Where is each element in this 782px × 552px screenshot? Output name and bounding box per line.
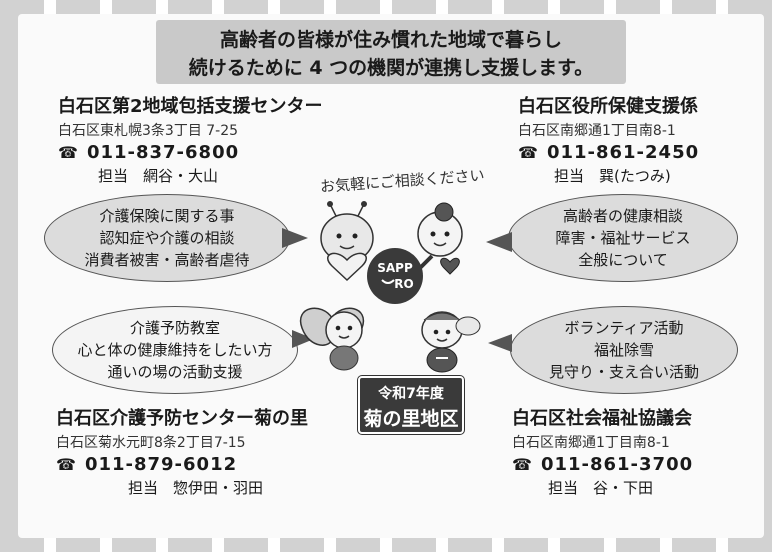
org-address: 白石区南郷通1丁目南8-1 bbox=[518, 123, 676, 139]
org-phone-row: ☎ 011-861-2450 bbox=[518, 142, 699, 163]
bubble-line: 心と体の健康維持をしたい方 bbox=[77, 341, 273, 359]
org-bottom-left: 白石区介護予防センター菊の里 白石区菊水元町8条2丁目7-15 ☎ 011-879… bbox=[56, 404, 308, 498]
org-name: 白石区社会福祉協議会 bbox=[512, 408, 692, 429]
org-phone-row: ☎ 011-861-3700 bbox=[512, 454, 693, 475]
bubble-line: 認知症や介護の相談 bbox=[99, 229, 235, 247]
org-phone-row: ☎ 011-837-6800 bbox=[58, 142, 323, 163]
org-address: 白石区東札幌3条3丁目 7-25 bbox=[58, 123, 239, 139]
phone-icon: ☎ bbox=[58, 143, 79, 162]
bubble-tail bbox=[282, 228, 308, 248]
bubble-bottom-right: ボランティア活動 福祉除雪 見守り・支え合い活動 bbox=[510, 306, 738, 394]
org-address: 白石区南郷通1丁目南8-1 bbox=[512, 435, 670, 451]
bubble-line: ボランティア活動 bbox=[564, 319, 684, 337]
org-staff: 担当 谷・下田 bbox=[548, 479, 654, 497]
bubble-line: 通いの場の活動支援 bbox=[107, 363, 243, 381]
bubble-line: 福祉除雪 bbox=[593, 341, 654, 359]
bubble-line: 障害・福祉サービス bbox=[555, 229, 691, 247]
bubble-line: 見守り・支え合い活動 bbox=[548, 363, 699, 381]
phone-icon: ☎ bbox=[512, 455, 533, 474]
org-address: 白石区菊水元町8条2丁目7-15 bbox=[56, 435, 246, 451]
org-name: 白石区介護予防センター菊の里 bbox=[56, 408, 308, 429]
sapporo-logo-icon: SAPP RO bbox=[367, 248, 423, 304]
org-staff: 担当 惣伊田・羽田 bbox=[128, 479, 264, 497]
org-staff: 担当 網谷・大山 bbox=[98, 167, 219, 185]
org-name: 白石区役所保健支援係 bbox=[518, 96, 698, 117]
district-badge: 令和7年度 菊の里地区 bbox=[358, 376, 464, 434]
org-top-left: 白石区第2地域包括支援センター 白石区東札幌3条3丁目 7-25 ☎ 011-83… bbox=[58, 92, 323, 186]
bubble-tail bbox=[486, 232, 512, 252]
org-phone[interactable]: 011-861-2450 bbox=[546, 142, 700, 163]
winged-bee-mascot-icon bbox=[299, 307, 365, 371]
bubble-tail bbox=[488, 334, 512, 352]
org-phone[interactable]: 011-837-6800 bbox=[86, 142, 240, 163]
logo-line-1: SAPP bbox=[377, 261, 413, 275]
header-line-1: 高齢者の皆様が住み慣れた地域で暮らし bbox=[219, 29, 562, 51]
org-bottom-right: 白石区社会福祉協議会 白石区南郷通1丁目南8-1 ☎ 011-861-3700 担… bbox=[512, 404, 693, 498]
bubble-top-left: 介護保険に関する事 認知症や介護の相談 消費者被害・高齢者虐待 bbox=[44, 194, 290, 282]
flower-mascot-icon bbox=[416, 202, 463, 275]
mascot-illustration: SAPP RO bbox=[299, 201, 481, 373]
bee-mascot-icon bbox=[320, 201, 374, 282]
bubble-top-right: 高齢者の健康相談 障害・福祉サービス 全般について bbox=[508, 194, 738, 282]
org-staff: 担当 巽(たつみ) bbox=[554, 167, 671, 185]
header-banner: 高齢者の皆様が住み慣れた地域で暮らし 続けるために 4 つの機関が連携し支援しま… bbox=[156, 20, 626, 84]
org-top-right: 白石区役所保健支援係 白石区南郷通1丁目南8-1 ☎ 011-861-2450 担… bbox=[518, 92, 699, 186]
bubble-line: 高齢者の健康相談 bbox=[562, 207, 683, 225]
org-phone-row: ☎ 011-879-6012 bbox=[56, 454, 308, 475]
org-name: 白石区第2地域包括支援センター bbox=[58, 96, 323, 117]
bubble-line: 介護保険に関する事 bbox=[99, 207, 235, 225]
logo-line-2: RO bbox=[394, 277, 413, 291]
phone-icon: ☎ bbox=[518, 143, 539, 162]
bubble-line: 全般について bbox=[578, 251, 668, 269]
phone-icon: ☎ bbox=[56, 455, 77, 474]
bubble-bottom-left: 介護予防教室 心と体の健康維持をしたい方 通いの場の活動支援 bbox=[52, 306, 298, 394]
bubble-line: 消費者被害・高齢者虐待 bbox=[84, 251, 250, 269]
bubble-line: 介護予防教室 bbox=[129, 319, 220, 337]
badge-district: 菊の里地区 bbox=[363, 408, 459, 430]
org-phone[interactable]: 011-861-3700 bbox=[540, 454, 694, 475]
badge-year: 令和7年度 bbox=[378, 386, 444, 402]
bee-child-mascot-icon bbox=[421, 311, 481, 373]
org-phone[interactable]: 011-879-6012 bbox=[84, 454, 238, 475]
header-line-2: 続けるために 4 つの機関が連携し支援します。 bbox=[188, 57, 594, 79]
